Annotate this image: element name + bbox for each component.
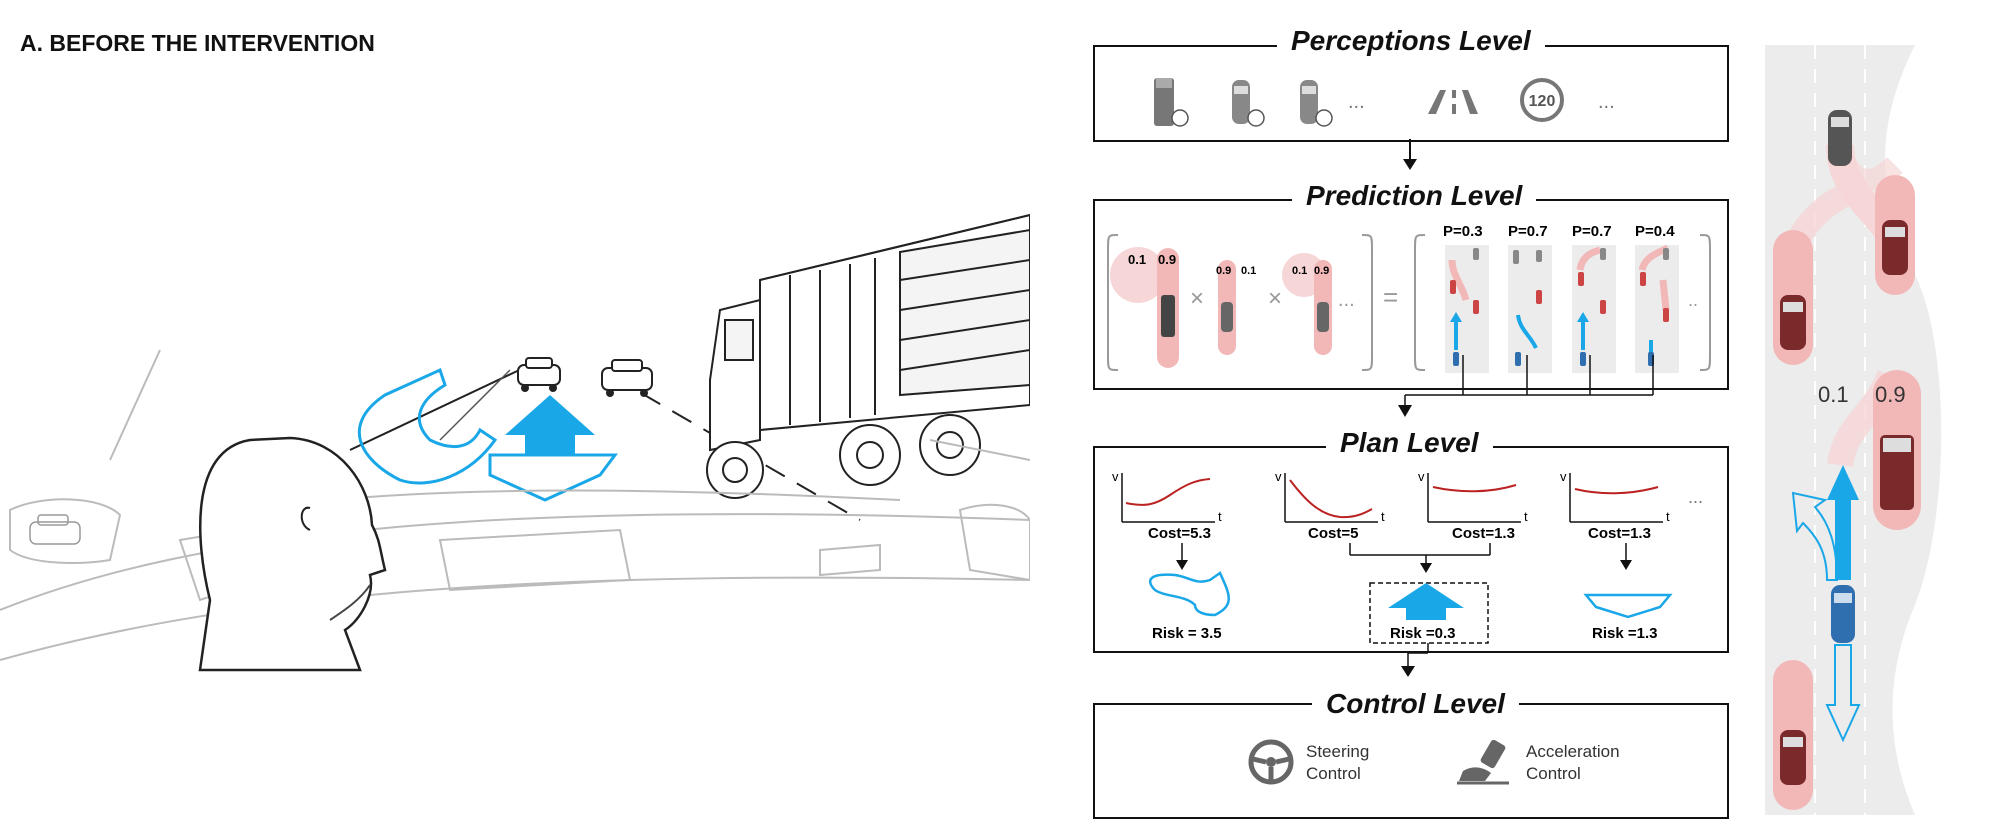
car-ahead-left-icon [517, 357, 561, 392]
prediction-to-plan-connectors [1398, 355, 1654, 417]
prediction-outcome-2: P=0.7 [1508, 223, 1552, 373]
brake-option-icon [1583, 593, 1673, 619]
prediction-option-3: 0.1 0.9 [1282, 253, 1332, 355]
road-overview: 0.1 0.9 [1765, 45, 1985, 815]
car-sensor-icon [1232, 80, 1265, 127]
cost-3: Cost=1.3 [1452, 525, 1515, 542]
prediction-option-1: 0.1 0.9 [1110, 247, 1179, 368]
speed-profile-4: v t Cost=1.3 [1560, 469, 1670, 542]
cost-4: Cost=1.3 [1588, 525, 1651, 542]
road-car-left-upper [1773, 230, 1813, 365]
steering-line-2: Control [1306, 764, 1361, 783]
outcome-1-label: P=0.3 [1443, 223, 1483, 240]
risk-3: Risk =1.3 [1592, 625, 1657, 642]
prob-pair-2-left: 0.9 [1216, 265, 1231, 277]
prob-pair-1-left: 0.1 [1128, 252, 1146, 267]
acceleration-control-label: Acceleration Control [1526, 741, 1646, 785]
road-car-bottom-left [1773, 660, 1813, 810]
speed-profile-2: v t Cost=5 [1275, 469, 1385, 542]
prediction-ellipsis: ... [1338, 289, 1355, 311]
blue-brake-chevron [488, 453, 618, 502]
prediction-option-2: 0.9 0.1 [1216, 260, 1256, 355]
ego-car-icon [1831, 585, 1855, 643]
axis-v-1: v [1112, 469, 1119, 484]
outcome-4-label: P=0.4 [1635, 223, 1675, 240]
prediction-level-box [1093, 199, 1729, 390]
prediction-diagram: 0.1 0.9 × 0.9 0.1 × 0.1 0.9 ... = P=0.3 … [1107, 223, 1711, 373]
axis-t-2: t [1381, 509, 1385, 524]
road-truck [1873, 370, 1921, 530]
truck-sensor-icon [1154, 78, 1189, 127]
steering-control-label: Steering Control [1306, 741, 1406, 785]
section-title: A. BEFORE THE INTERVENTION [20, 30, 375, 56]
speed-profile-3: v t Cost=1.3 [1418, 469, 1528, 542]
prediction-level-title: Prediction Level [1292, 180, 1537, 212]
acceleration-line-2: Control [1526, 764, 1581, 783]
road-car-top [1828, 110, 1852, 166]
times-symbol-1: × [1190, 285, 1204, 312]
perception-ellipsis-2: ... [1598, 91, 1615, 113]
risk-2: Risk =0.3 [1390, 625, 1455, 642]
road-lane-change-arrow [1791, 491, 1839, 581]
mirror-car-icon [29, 514, 81, 545]
plan-ellipsis: ... [1688, 487, 1703, 507]
road-prob-right: 0.9 [1875, 382, 1906, 407]
lane-change-option-icon [1149, 571, 1230, 617]
road-prob-left: 0.1 [1818, 382, 1849, 407]
prob-pair-1-right: 0.9 [1158, 252, 1176, 267]
prediction-outcome-4: P=0.4 [1635, 223, 1679, 373]
pedal-icon [1457, 739, 1509, 785]
axis-t-3: t [1524, 509, 1528, 524]
cost-1: Cost=5.3 [1148, 525, 1211, 542]
axis-t-4: t [1666, 509, 1670, 524]
axis-v-2: v [1275, 469, 1282, 484]
car-sensor-icon-2 [1300, 80, 1333, 127]
times-symbol-2: × [1268, 285, 1282, 312]
steering-wheel-icon [1248, 739, 1294, 785]
driver-head-illustration [198, 436, 387, 672]
cost-2: Cost=5 [1308, 525, 1358, 542]
truck-icon [706, 213, 1030, 499]
axis-t-1: t [1218, 509, 1222, 524]
speed-limit-icon: 120 [1520, 78, 1564, 122]
outcome-2-label: P=0.7 [1508, 223, 1548, 240]
control-level-title: Control Level [1312, 688, 1519, 720]
outcome-3-label: P=0.7 [1572, 223, 1612, 240]
lane-marking-icon [1428, 90, 1478, 114]
risk-1: Risk = 3.5 [1152, 625, 1222, 642]
dashboard-outline [0, 349, 1030, 661]
prediction-outcome-3: P=0.7 [1572, 223, 1616, 373]
speed-profile-1: v t Cost=5.3 [1112, 469, 1222, 542]
arrow-plan-to-control [1401, 643, 1429, 677]
prediction-ellipsis-right: .. [1688, 290, 1698, 310]
arrow-perception-to-prediction [1403, 139, 1417, 170]
prob-pair-2-right: 0.1 [1241, 265, 1256, 277]
prob-pair-3-left: 0.1 [1292, 265, 1307, 277]
speed-limit-value: 120 [1529, 93, 1556, 110]
perception-icons: ... 120 ... [1154, 78, 1615, 127]
axis-v-3: v [1418, 469, 1425, 484]
plan-diagram: v t Cost=5.3 v t Cost=5 v t Cost=1.3 v t… [1112, 469, 1703, 644]
axis-v-4: v [1560, 469, 1567, 484]
acceleration-line-1: Acceleration [1526, 742, 1620, 761]
selected-plan-box [1369, 582, 1489, 644]
driver-scene-illustration [0, 213, 1030, 672]
prediction-outcome-1: P=0.3 [1443, 223, 1489, 373]
road-brake-arrow [1825, 644, 1861, 743]
perceptions-level-title: Perceptions Level [1277, 25, 1545, 57]
plan-level-title: Plan Level [1326, 427, 1493, 459]
prob-pair-3-right: 0.9 [1314, 265, 1329, 277]
forward-option-icon [1388, 583, 1464, 620]
equals-symbol: = [1383, 282, 1398, 312]
blue-forward-arrow [505, 395, 595, 455]
perception-ellipsis-1: ... [1348, 91, 1365, 113]
car-ahead-right-icon [601, 359, 653, 397]
road-car-right-upper [1875, 175, 1915, 295]
blue-lane-change-path [357, 367, 498, 485]
steering-line-1: Steering [1306, 742, 1370, 761]
